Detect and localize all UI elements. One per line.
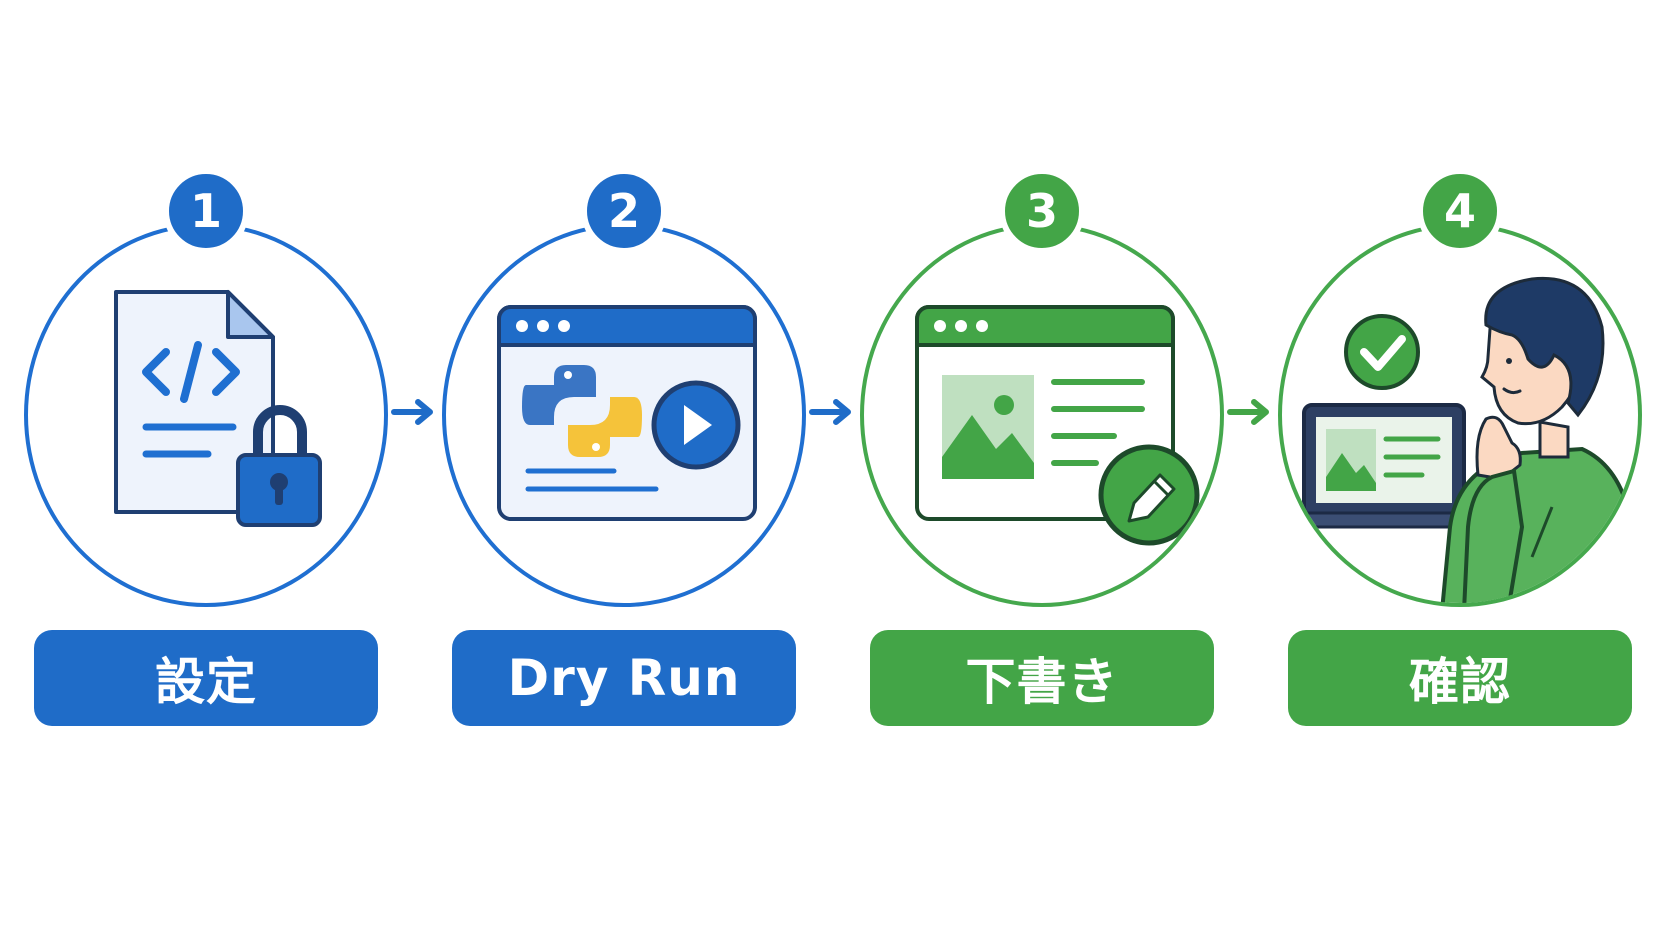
step-4-circle <box>1278 223 1642 607</box>
step-3-label: 下書き <box>870 630 1214 726</box>
step-1: 1 設定 <box>10 0 402 941</box>
step-2-number-badge: 2 <box>581 168 667 254</box>
step-1-label: 設定 <box>34 630 378 726</box>
code-file-lock-icon <box>114 290 322 527</box>
step-4-label: 確認 <box>1288 630 1632 726</box>
person-review-laptop-icon <box>1288 276 1638 603</box>
step-4-number-badge: 4 <box>1417 168 1503 254</box>
step-3: 3 下書き <box>846 0 1238 941</box>
python-run-window-icon <box>497 305 757 521</box>
right-arrow-icon <box>809 399 851 425</box>
right-arrow-icon <box>1227 399 1269 425</box>
step-4: 4 確認 <box>1264 0 1656 941</box>
step-2-label: Dry Run <box>452 630 796 726</box>
draft-edit-window-icon <box>915 305 1200 546</box>
step-2: 2 Dry Run <box>428 0 820 941</box>
step-1-number-badge: 1 <box>163 168 249 254</box>
right-arrow-icon <box>391 399 433 425</box>
step-1-circle <box>24 223 388 607</box>
step-2-circle <box>442 223 806 607</box>
step-3-circle <box>860 223 1224 607</box>
step-3-number-badge: 3 <box>999 168 1085 254</box>
